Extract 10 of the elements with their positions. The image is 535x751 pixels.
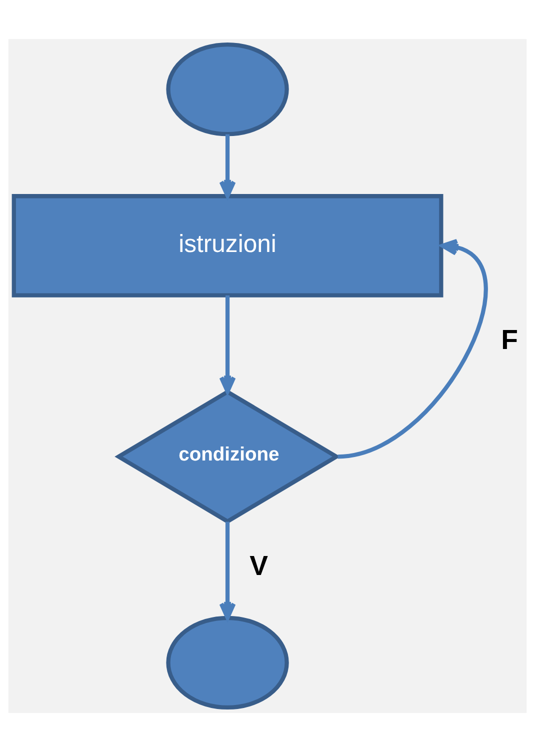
edge-label: V bbox=[250, 550, 268, 581]
node-diamond: condizione bbox=[114, 388, 340, 524]
arrow bbox=[337, 238, 488, 458]
node-circle bbox=[166, 615, 289, 710]
arrow bbox=[219, 521, 236, 620]
node-box: istruzioni bbox=[12, 194, 444, 297]
arrow bbox=[219, 134, 236, 198]
edge-label: F bbox=[501, 324, 518, 355]
node-circle bbox=[166, 42, 289, 136]
arrow bbox=[219, 294, 236, 394]
